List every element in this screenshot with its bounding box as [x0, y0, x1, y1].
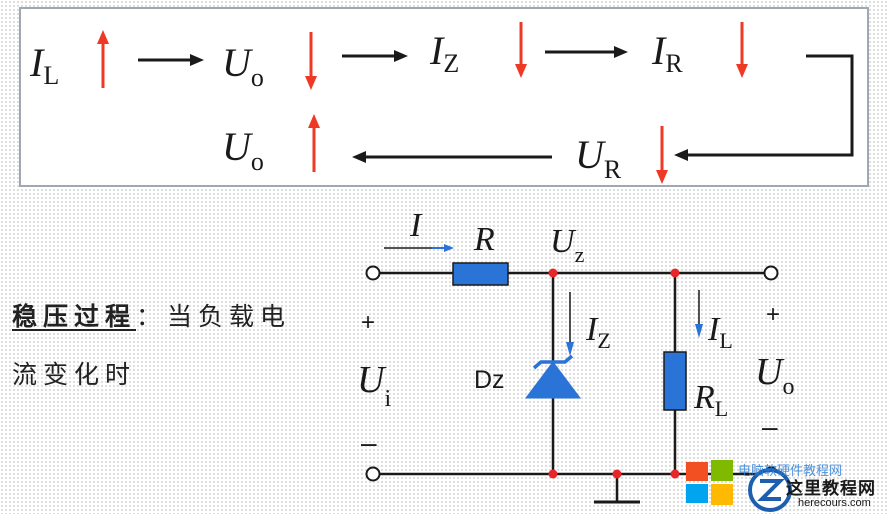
load-resistor [663, 351, 687, 411]
regulation-process-text: 稳压过程：当负载电 流变化时 [12, 288, 342, 404]
flow-var-ir: IR [651, 28, 683, 78]
series-resistor-label: R [473, 221, 495, 258]
flow-var-iz: IZ [429, 28, 459, 78]
logo-url: herecours.com [798, 497, 871, 509]
flow-var-il: IL [29, 40, 59, 90]
flow-arrow-right [138, 54, 204, 66]
zener-diode [525, 354, 581, 399]
input-terminal-bottom [365, 466, 381, 482]
logo-watermark: 电脑软硬件教程网 [738, 464, 843, 479]
logo-title: 这里教程网 [786, 479, 876, 499]
trend-arrow-down [656, 126, 668, 184]
flow-return-path [674, 54, 854, 161]
process-heading: 稳压过程 [12, 302, 137, 331]
process-colon: ： [136, 302, 168, 331]
output-voltage-label: Uo [755, 351, 794, 400]
flow-arrow-left [352, 151, 552, 163]
flow-var-ur: UR [575, 132, 622, 184]
zener-diode-label: Dz [474, 366, 505, 394]
z-badge-icon [748, 468, 792, 512]
trend-arrow-down [305, 32, 317, 90]
zener-regulator-circuit: R I Uz Dz IZ RL [357, 207, 794, 504]
process-line-1: 稳压过程：当负载电 [12, 288, 342, 346]
trend-arrow-down [736, 22, 748, 78]
input-current-label: I [409, 207, 423, 244]
windows-logo-icon [686, 460, 733, 505]
output-plus-sign: + [766, 301, 780, 328]
zener-current-label: IZ [585, 311, 611, 353]
site-logo [686, 460, 792, 512]
flow-arrow-right [545, 46, 628, 58]
flow-var-uo: Uo [222, 40, 264, 92]
load-current-arrow [695, 290, 703, 338]
load-current-label: IL [707, 311, 733, 353]
trend-arrow-up [308, 114, 320, 172]
zener-current-arrow [566, 292, 574, 356]
process-line-2: 流变化时 [12, 360, 137, 389]
trend-arrow-down [515, 22, 527, 78]
junction-node [612, 469, 622, 479]
flow-arrow-right [342, 50, 408, 62]
input-plus-sign: + [361, 309, 375, 336]
flow-box: IL Uo IZ [19, 7, 869, 187]
input-terminal-top [365, 265, 381, 281]
output-minus-sign: – [762, 411, 778, 442]
input-voltage-label: Ui [357, 359, 391, 412]
junction-node [670, 469, 680, 479]
flow-var-uo-result: Uo [222, 124, 264, 176]
series-resistor [452, 262, 509, 286]
output-terminal-top [763, 265, 779, 281]
input-current-arrow [384, 244, 454, 252]
junction-node [670, 268, 680, 278]
input-minus-sign: – [361, 427, 377, 458]
junction-node [548, 469, 558, 479]
zener-voltage-label: Uz [550, 223, 585, 267]
junction-node [548, 268, 558, 278]
process-line-1-rest: 当负载电 [167, 302, 292, 331]
trend-arrow-up [97, 30, 109, 88]
load-resistor-label: RL [693, 379, 728, 421]
